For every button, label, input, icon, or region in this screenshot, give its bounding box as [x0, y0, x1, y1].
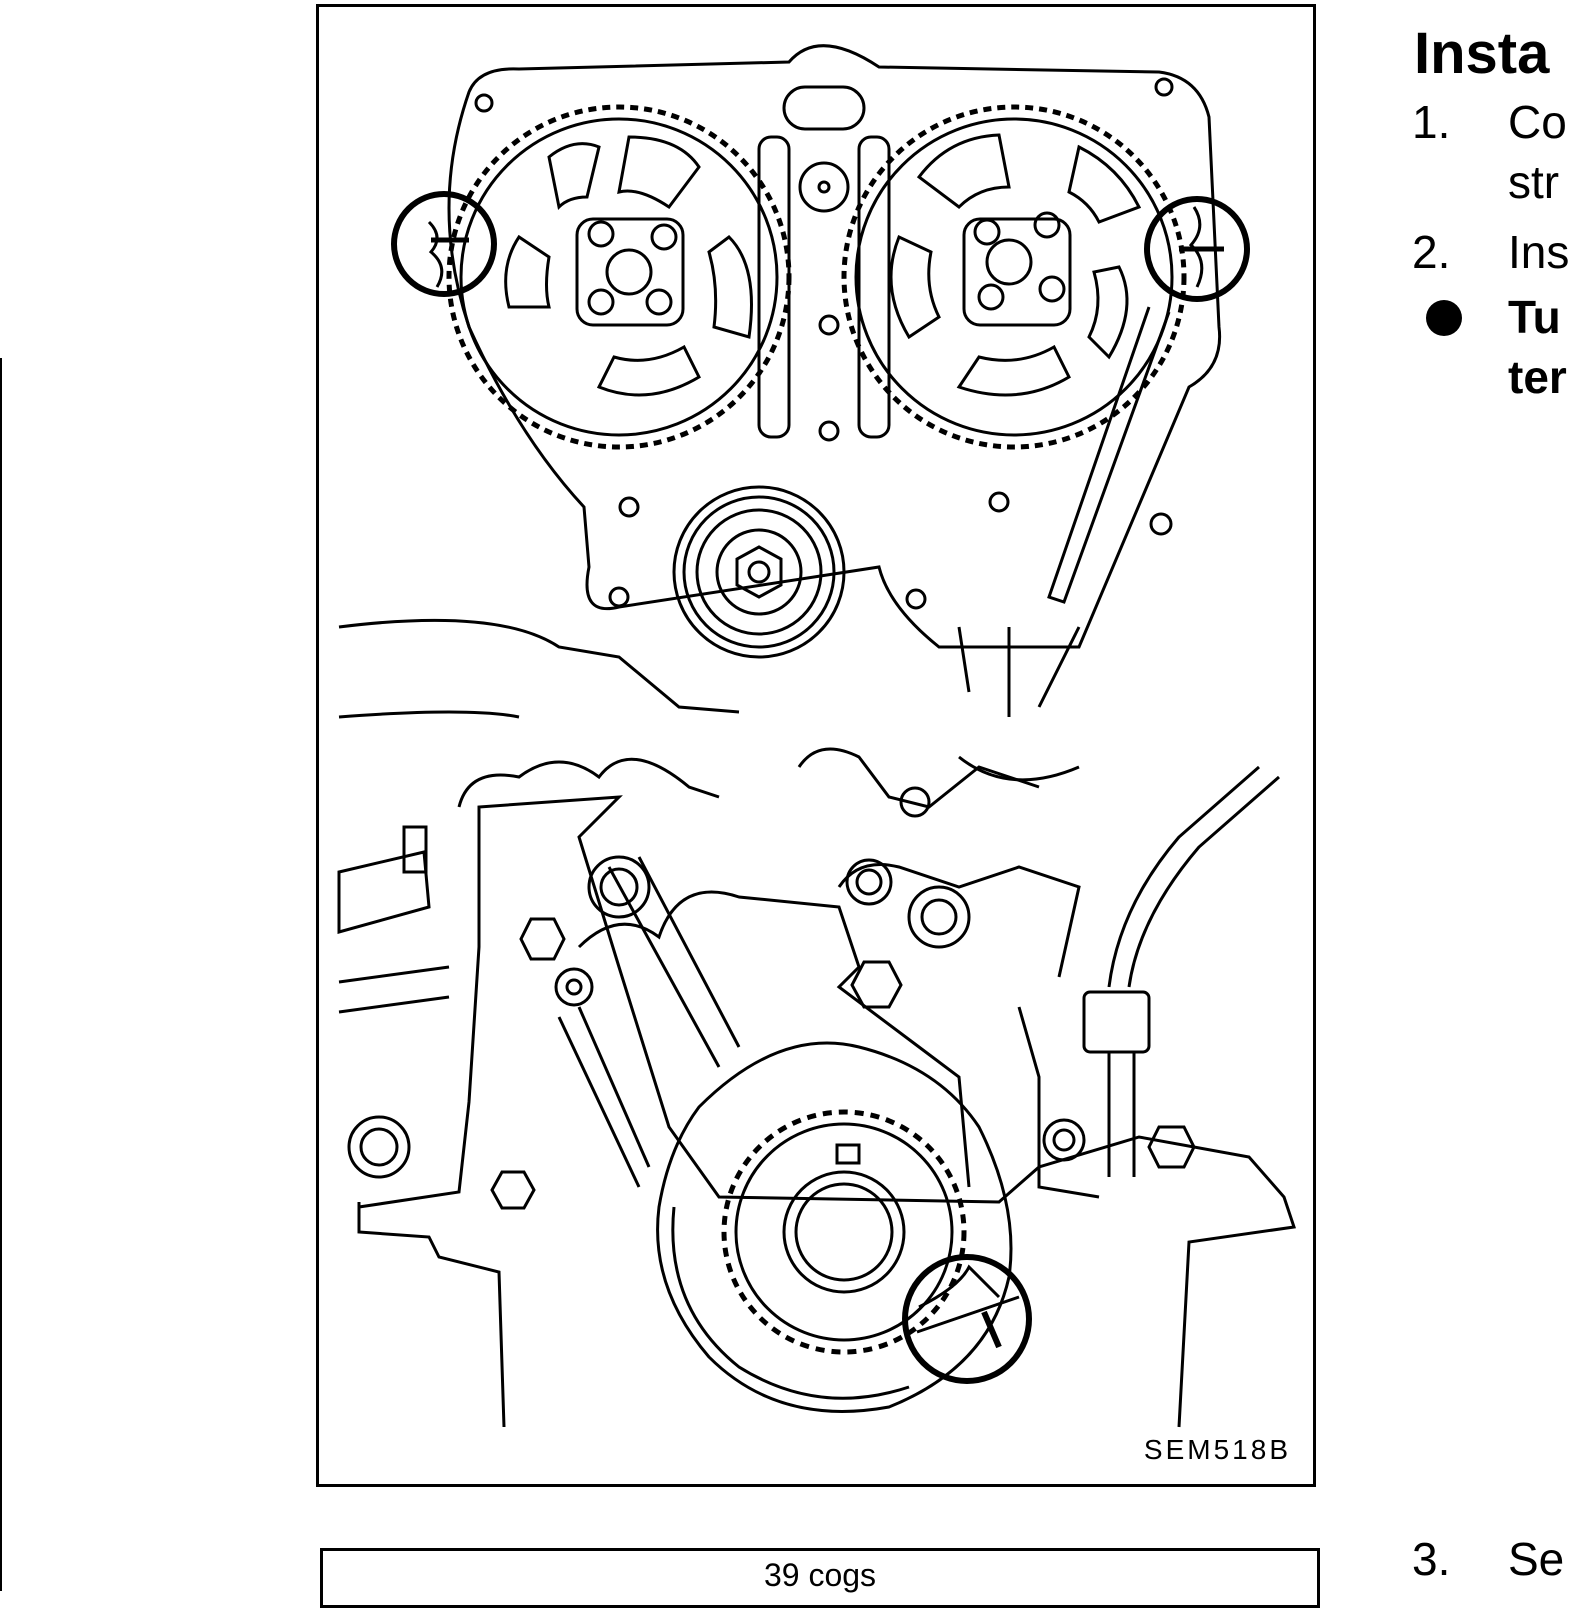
left-cam-sprocket — [446, 104, 792, 450]
timing-belt-figure: SEM518B — [316, 4, 1316, 1487]
engine-diagram — [337, 44, 1296, 1428]
step-1-line-2: str — [1508, 156, 1560, 208]
upper-cover-plate — [447, 44, 1222, 649]
lower-block — [357, 795, 1296, 1428]
step-2-line-1: Ins — [1508, 226, 1570, 278]
crankshaft-sprocket — [656, 1041, 1013, 1413]
belt-tensioner — [672, 485, 846, 659]
instruction-column: Insta 1. Co str 2. Ins Tu ter 3. Se — [1412, 0, 1587, 1591]
step-1-line-1: Co — [1508, 96, 1567, 148]
crank-timing-mark — [902, 1254, 1032, 1384]
left-column-rule — [0, 358, 2, 1591]
cogs-caption-box: 39 cogs — [320, 1548, 1320, 1608]
figure-code: SEM518B — [1143, 1434, 1291, 1465]
right-cam-sprocket — [841, 104, 1187, 450]
step-1-number: 1. — [1412, 96, 1451, 148]
step-3-number: 3. — [1412, 1533, 1451, 1585]
center-slot — [782, 85, 866, 131]
bullet-icon — [1426, 300, 1462, 336]
section-heading: Insta — [1414, 21, 1550, 86]
left-timing-mark — [391, 191, 497, 297]
step-2-number: 2. — [1412, 226, 1451, 278]
bullet-line-2: ter — [1508, 351, 1567, 403]
step-3-line-1: Se — [1508, 1533, 1565, 1585]
right-timing-mark — [1144, 196, 1250, 302]
bullet-line-1: Tu — [1508, 291, 1561, 343]
cogs-label: 39 cogs — [763, 1557, 877, 1593]
